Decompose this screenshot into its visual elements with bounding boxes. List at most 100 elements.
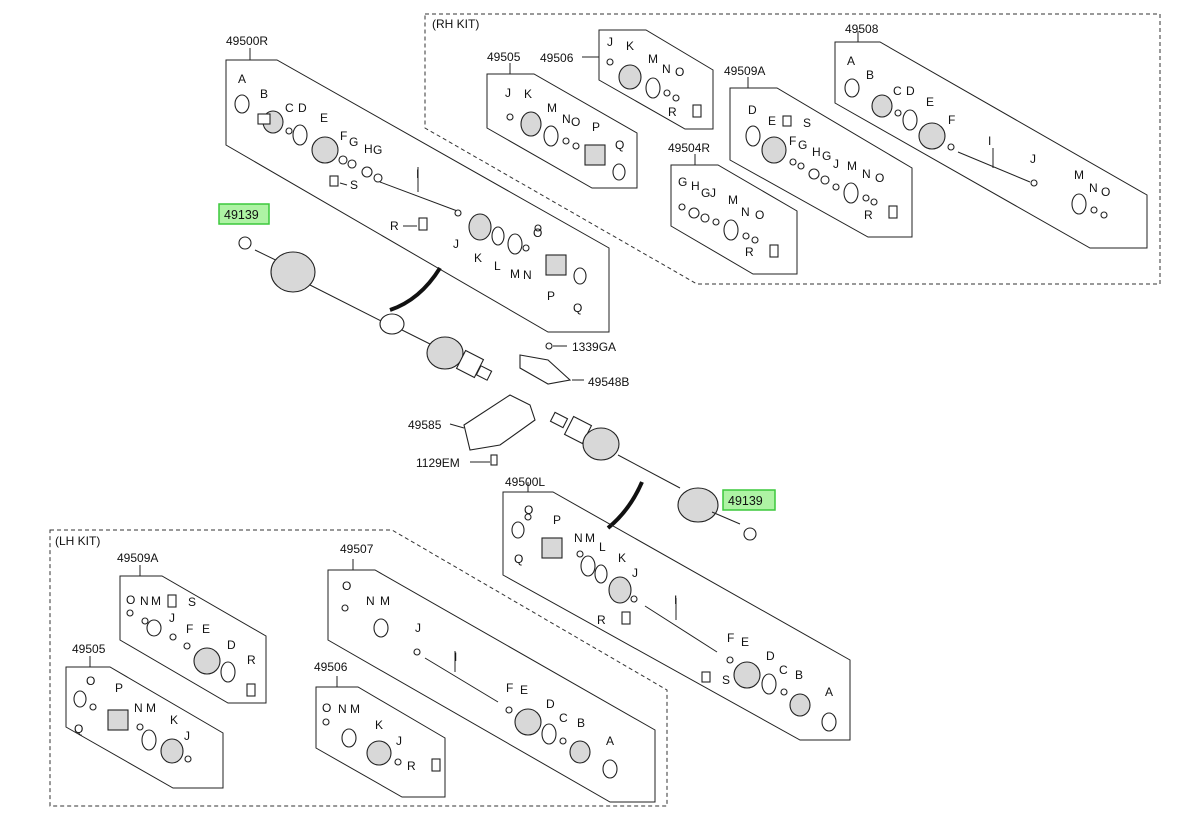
rh-kit-title: (RH KIT): [432, 17, 479, 31]
lh-kit-49507-label-i: I: [454, 650, 457, 664]
lh-kit-49505-label-p: P: [115, 681, 123, 695]
lh-kit-49506-label-m: M: [350, 702, 360, 716]
rh-kit-49508-label-n: N: [1089, 181, 1098, 195]
rh-part-label-c: C: [285, 101, 294, 115]
rh-kit-boundary: [424, 13, 1161, 285]
lh-kit-49507-label-d: D: [546, 697, 555, 711]
lh-kit-49506-label-r: R: [407, 759, 416, 773]
rh-kit-49504r-label-n: N: [741, 205, 750, 219]
lh-drive-shaft: [549, 411, 741, 530]
lh-kit-49509a-label-d: D: [227, 638, 236, 652]
rh-kit-49505-label-n: N: [562, 112, 571, 126]
rh-kit-49509a-number: 49509A: [724, 64, 765, 78]
lh-part-label-m: M: [585, 531, 595, 545]
lh-kit-49509a-parts: O N M S J F E D R: [126, 593, 256, 697]
rh-part-label-n: N: [523, 268, 532, 282]
bracket-bolt-number: 1339GA: [572, 340, 616, 354]
rh-kit-49509a-label-h: H: [812, 145, 821, 159]
lh-kit-49509a-label-e: E: [202, 622, 210, 636]
nut-top: [238, 236, 252, 250]
lh-kit-49505-label-n: N: [134, 701, 143, 715]
lh-kit-49507-label-f: F: [506, 681, 513, 695]
lh-kit-49506-label-o: O: [322, 701, 331, 715]
rh-kit-49508-box: [834, 41, 1148, 249]
rh-kit-49506-label-o: O: [675, 65, 684, 79]
lh-part-label-s: S: [722, 673, 730, 687]
rh-kit-49508-parts: A B C D E F I J M N O: [844, 54, 1110, 219]
lh-part-label-j: J: [632, 566, 638, 580]
rh-kit-49504r-number: 49504R: [668, 141, 710, 155]
lh-kit-49509a-label-j: J: [169, 611, 175, 625]
rh-kit-49506-label-r: R: [668, 105, 677, 119]
rh-kit-49509a-label-e: E: [768, 114, 776, 128]
lh-kit-49506-label-j: J: [396, 734, 402, 748]
lh-kit-49506-parts: O N M K J R: [322, 701, 441, 773]
rh-kit-49505-label-k: K: [524, 87, 532, 101]
protector-number: 49585: [408, 418, 442, 432]
bracket-number: 49548B: [588, 375, 629, 389]
rh-kit-49509a-parts: D E S F G H G J M N O R: [745, 103, 898, 222]
rh-part-label-i: I: [416, 167, 419, 181]
rh-part-label-o: O: [533, 226, 542, 240]
lh-kit-49507-label-m: M: [380, 594, 390, 608]
rh-part-label-l: L: [494, 259, 501, 273]
rh-part-label-s: S: [350, 178, 358, 192]
rh-part-label-b: B: [260, 87, 268, 101]
lh-part-label-c: C: [779, 663, 788, 677]
hotspot-49139-bottom[interactable]: 49139: [722, 489, 776, 511]
lh-kit-49505-parts: O Q P N M K J: [73, 674, 192, 764]
lh-kit-49506-box: [315, 686, 446, 798]
rh-kit-49509a-label-d: D: [748, 103, 757, 117]
rh-shaft-parts: A B C D E F G H G S I R J K L M: [234, 72, 587, 315]
rh-kit-49509a-box: [729, 87, 913, 238]
rh-kit-49509a-label-n: N: [862, 167, 871, 181]
lh-kit-49506-label-n: N: [338, 702, 347, 716]
lh-part-label-o: O: [524, 503, 533, 517]
lh-kit-49509a-number: 49509A: [117, 551, 158, 565]
lh-part-label-p: P: [553, 513, 561, 527]
lh-kit-49507-label-a: A: [606, 734, 614, 748]
rh-kit-49506-label-k: K: [626, 39, 634, 53]
lh-kit-49509a-label-f: F: [186, 622, 193, 636]
rh-kit-49509a-label-o: O: [875, 171, 884, 185]
nut-bottom: [743, 527, 757, 541]
rh-kit-49505-label-j: J: [505, 86, 511, 100]
lh-kit-49507-label-b: B: [577, 716, 585, 730]
rh-part-label-k: K: [474, 251, 482, 265]
hotspot-49139-top[interactable]: 49139: [218, 203, 270, 225]
rh-kit-49509a-label-r: R: [864, 208, 873, 222]
rh-kit-49505-box: [486, 73, 638, 189]
rh-kit-49508-label-o: O: [1101, 185, 1110, 199]
rh-kit-49509a-label-j: J: [833, 157, 839, 171]
lh-part-label-i: I: [674, 593, 677, 607]
rh-part-label-q: Q: [573, 301, 582, 315]
rh-part-label-m: M: [510, 267, 520, 281]
lh-part-label-q: Q: [514, 552, 523, 566]
rh-kit-49508-label-b: B: [866, 68, 874, 82]
lh-kit-49509a-label-o: O: [126, 593, 135, 607]
rh-kit-49505-label-o: O: [571, 115, 580, 129]
rh-part-label-r: R: [390, 219, 399, 233]
lh-kit-49507-label-e: E: [520, 683, 528, 697]
lh-kit-49505-label-j: J: [184, 729, 190, 743]
lh-kit-49507-box: [327, 569, 656, 803]
rh-part-label-p: P: [547, 289, 555, 303]
hotspot-49139-bottom-label[interactable]: 49139: [728, 494, 763, 508]
rh-kit-49504r-label-m: M: [728, 193, 738, 207]
rh-kit-49505-number: 49505: [487, 50, 521, 64]
lh-kit-49507-label-j: J: [415, 621, 421, 635]
lh-kit-49509a-label-n: N: [140, 594, 149, 608]
rh-kit-49504r-label-g2: G: [701, 186, 710, 200]
hotspot-49139-top-label[interactable]: 49139: [224, 208, 259, 222]
rh-kit-49509a-label-f: F: [789, 134, 796, 148]
rh-kit-49504r-parts: G H G J M N O R: [678, 175, 779, 259]
rh-kit-49506-number: 49506: [540, 51, 574, 65]
lh-kit-49505-box: [65, 666, 224, 789]
lh-kit-49506-number: 49506: [314, 660, 348, 674]
rh-kit-49508-label-e: E: [926, 95, 934, 109]
rh-kit-49504r-box: [670, 164, 798, 275]
lh-kit-49505-label-m: M: [146, 701, 156, 715]
rh-part-label-e: E: [320, 111, 328, 125]
rh-kit-49508-label-a: A: [847, 54, 855, 68]
